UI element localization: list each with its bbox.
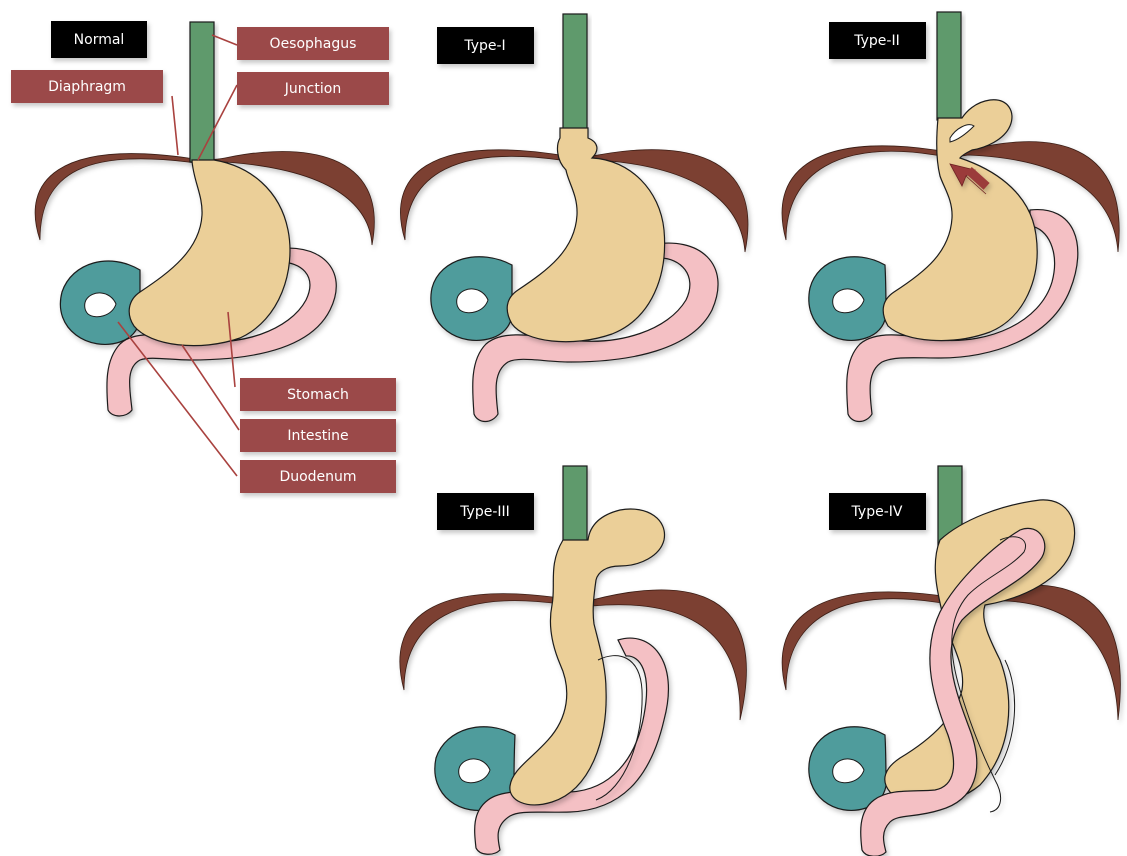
panel-type-iii: Type-III bbox=[400, 466, 747, 854]
label-stomach-text: Stomach bbox=[287, 387, 349, 403]
oesophagus-leader-line bbox=[212, 35, 237, 45]
duodenum bbox=[60, 261, 140, 344]
label-oesophagus-text: Oesophagus bbox=[270, 36, 357, 52]
title-type-ii: Type-II bbox=[829, 22, 926, 59]
label-duodenum-text: Duodenum bbox=[279, 469, 356, 485]
stomach bbox=[129, 160, 290, 346]
duodenum bbox=[809, 727, 886, 811]
title-normal: Normal bbox=[51, 21, 147, 58]
panel-type-ii: Type-II bbox=[782, 12, 1119, 422]
label-stomach: Stomach bbox=[240, 378, 396, 411]
title-type-i: Type-I bbox=[437, 27, 534, 64]
label-intestine: Intestine bbox=[240, 419, 396, 452]
label-diaphragm: Diaphragm bbox=[11, 70, 163, 103]
title-type-iv-text: Type-IV bbox=[851, 504, 903, 520]
oesophagus bbox=[937, 12, 961, 120]
title-normal-text: Normal bbox=[74, 32, 125, 48]
oesophagus bbox=[563, 466, 587, 546]
title-type-iii: Type-III bbox=[437, 493, 534, 530]
oesophagus bbox=[190, 22, 214, 162]
panel-normal: Normal Oesophagus Junction Diaphragm Sto… bbox=[11, 21, 396, 493]
stomach bbox=[885, 500, 1075, 804]
duodenum bbox=[809, 257, 886, 341]
title-type-iii-text: Type-III bbox=[459, 504, 510, 520]
label-duodenum: Duodenum bbox=[240, 460, 396, 493]
label-oesophagus: Oesophagus bbox=[237, 27, 389, 60]
label-junction: Junction bbox=[237, 72, 389, 105]
duodenum bbox=[431, 257, 512, 341]
stomach bbox=[883, 100, 1037, 341]
title-type-iv: Type-IV bbox=[829, 493, 926, 530]
diaphragm-leader-line bbox=[172, 96, 178, 155]
label-junction-text: Junction bbox=[284, 81, 341, 97]
panel-type-i: Type-I bbox=[400, 14, 748, 422]
oesophagus bbox=[563, 14, 587, 129]
title-type-ii-text: Type-II bbox=[853, 33, 899, 49]
label-intestine-text: Intestine bbox=[287, 428, 348, 444]
panel-type-iv: Type-IV bbox=[782, 466, 1120, 856]
label-diaphragm-text: Diaphragm bbox=[48, 79, 126, 95]
title-type-i-text: Type-I bbox=[463, 38, 505, 54]
